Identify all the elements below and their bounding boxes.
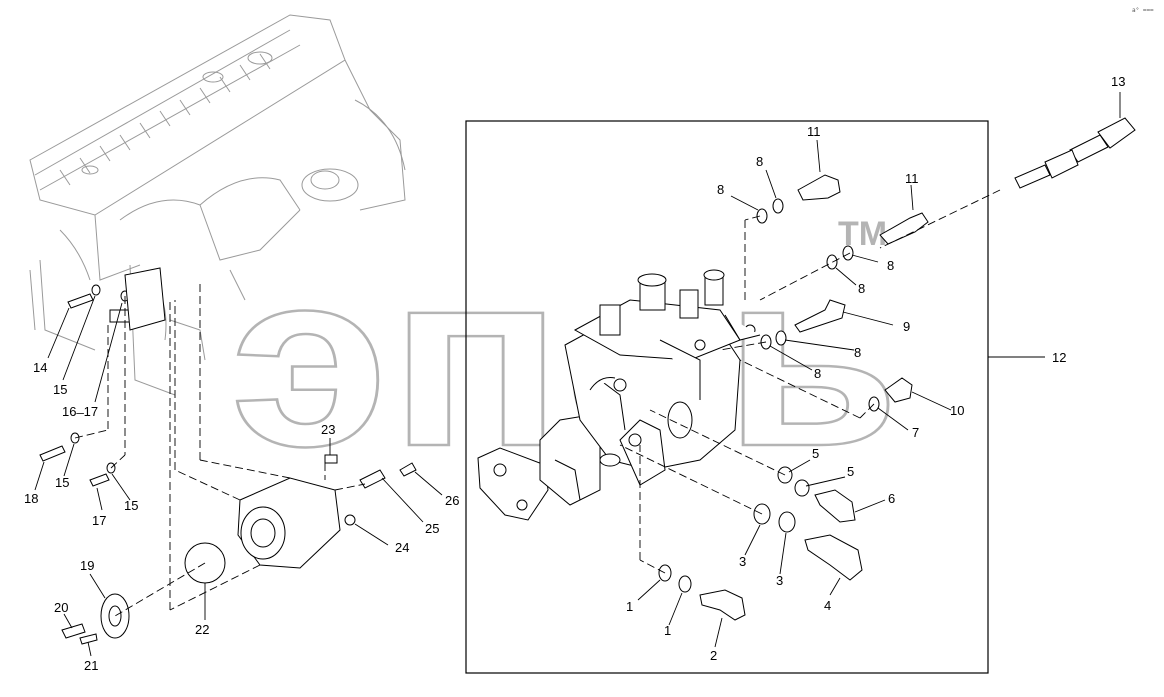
callout-20: 20 [54, 600, 68, 615]
callout-5a: 5 [812, 446, 819, 461]
small-parts [39, 117, 1136, 645]
callout-3a: 3 [739, 554, 746, 569]
callout-26: 26 [445, 493, 459, 508]
callout-8e: 8 [854, 345, 861, 360]
callout-5b: 5 [847, 464, 854, 479]
leader-lines [34, 92, 1121, 657]
callout-23: 23 [321, 422, 335, 437]
callout-7: 7 [912, 425, 919, 440]
callout-24: 24 [395, 540, 409, 555]
callout-8a: 8 [756, 154, 763, 169]
callout-25: 25 [425, 521, 439, 536]
callout-18: 18 [24, 491, 38, 506]
callout-16-17: 16 ̶ 17 [62, 404, 98, 419]
callout-22: 22 [195, 622, 209, 637]
callout-13: 13 [1111, 74, 1125, 89]
callout-8b: 8 [717, 182, 724, 197]
callout-15c: 15 [124, 498, 138, 513]
callout-19: 19 [80, 558, 94, 573]
callout-labels: 1 1 2 3 3 4 5 5 6 7 8 8 8 8 8 8 9 10 11 … [24, 74, 1125, 673]
callout-1b: 1 [664, 623, 671, 638]
injection-pump-frame [465, 120, 989, 674]
callout-12: 12 [1052, 350, 1066, 365]
callout-2: 2 [710, 648, 717, 663]
engine-block-drawing [29, 14, 406, 396]
callout-4: 4 [824, 598, 831, 613]
callout-15a: 15 [53, 382, 67, 397]
callout-8c: 8 [887, 258, 894, 273]
callout-1a: 1 [626, 599, 633, 614]
callout-8f: 8 [814, 366, 821, 381]
alignment-lines [74, 189, 1001, 617]
callout-6: 6 [888, 491, 895, 506]
callout-8d: 8 [858, 281, 865, 296]
callout-21: 21 [84, 658, 98, 673]
corner-mark: a° === [1132, 7, 1154, 14]
callout-10: 10 [950, 403, 964, 418]
callout-11a: 11 [807, 124, 821, 139]
callout-17: 17 [92, 513, 106, 528]
callout-15b: 15 [55, 475, 69, 490]
callout-3b: 3 [776, 573, 783, 588]
callout-11b: 11 [905, 171, 919, 186]
callout-14: 14 [33, 360, 47, 375]
injection-pump-drawing [477, 269, 761, 521]
callout-9: 9 [903, 319, 910, 334]
